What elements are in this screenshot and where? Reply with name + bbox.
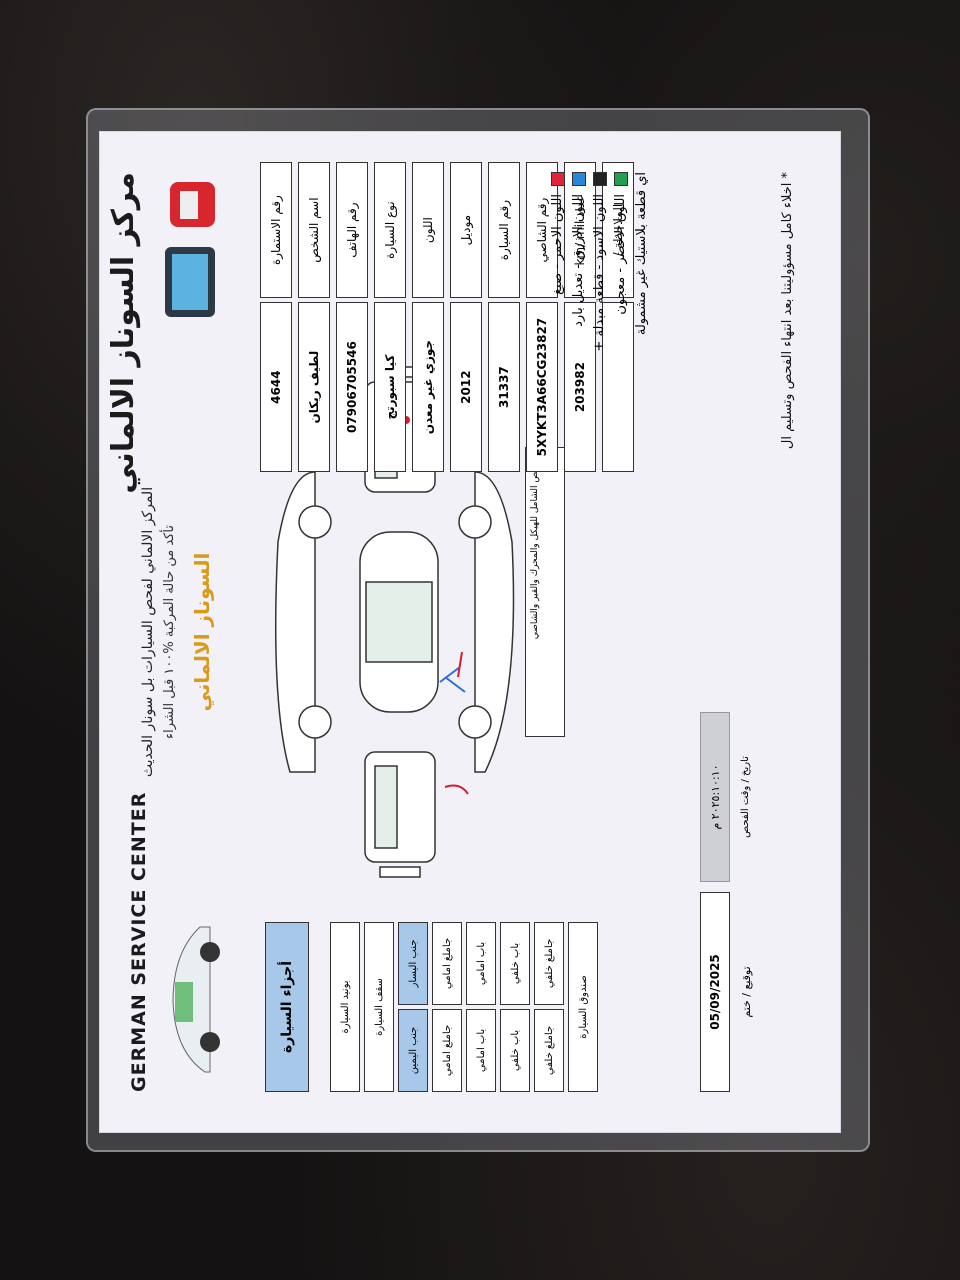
disclaimer-text: * اخلاء كامل مسؤوليتنا بعد انتهاء الفحص … <box>780 172 795 450</box>
legend-extra: اي قطعة بلاستيك غير مشمولة <box>634 172 649 336</box>
part-cell: جاملغ خلفي <box>534 1009 564 1092</box>
info-value: جوزي غير معدن <box>412 302 444 472</box>
parts-row: سقف السيارة <box>364 922 394 1092</box>
info-value: 4644 <box>260 302 292 472</box>
legend-item: اللون الاخضر - معجون <box>613 172 628 512</box>
report-header: GERMAN SERVICE CENTER مركز السوناز الالم… <box>100 132 250 1132</box>
info-label: رقم الاستمارة <box>260 162 292 299</box>
legend-item: اللون الاسود - قطعة مبدلة + <box>592 172 607 512</box>
part-cell: باب امامي <box>466 922 496 1005</box>
info-value: 2012 <box>450 302 482 472</box>
inspection-date: 05/09/2025 <box>700 892 730 1092</box>
legend-label: اللون الاخضر - معجون <box>613 194 628 315</box>
legend-item: اللون الازرق - تعديل بارد <box>571 172 586 512</box>
info-label: رقم الهاتف <box>336 162 368 299</box>
parts-row: بونيد السيارة <box>330 922 360 1092</box>
brand-orange: السوناز الالماني <box>190 552 214 712</box>
info-value: كيا سبورتج <box>374 302 406 472</box>
parts-row: جاملغ امامي جاملغ امامي <box>432 922 462 1092</box>
info-label: نوع السيارة <box>374 162 406 299</box>
part-cell: جاملغ امامي <box>432 922 462 1005</box>
parts-title: أجزاء السيارة <box>265 922 309 1092</box>
legend-swatch <box>571 172 586 186</box>
legend-swatch <box>550 172 565 186</box>
part-cell: جاملغ خلفي <box>534 922 564 1005</box>
part-cell: جنب اليسار <box>398 922 428 1005</box>
inspection-report: GERMAN SERVICE CENTER مركز السوناز الالم… <box>100 132 840 1132</box>
legend-swatch <box>592 172 607 186</box>
parts-row: باب خلفي باب خلفي <box>500 922 530 1092</box>
part-cell: باب امامي <box>466 1009 496 1092</box>
inspection-time: ٢٠٢٥:١٠:١٠ م <box>700 712 730 882</box>
parts-row: جاملغ خلفي جاملغ خلفي <box>534 922 564 1092</box>
part-cell: باب خلفي <box>500 1009 530 1092</box>
slogan: تأكد من حالة المركبة %١٠٠ قبل الشراء <box>162 525 177 739</box>
signature-label: توقيع / ختم <box>740 966 753 1018</box>
paper-sheet: GERMAN SERVICE CENTER مركز السوناز الالم… <box>100 132 840 1132</box>
part-cell: سقف السيارة <box>364 922 394 1092</box>
part-cell: صندوق السيارة <box>568 922 598 1092</box>
parts-row: جنب اليمين جنب اليسار <box>398 922 428 1092</box>
legend-label: اللون الاسود - قطعة مبدلة + <box>592 194 607 352</box>
info-value: لطيف ريكان <box>298 302 330 472</box>
part-cell: جاملغ امامي <box>432 1009 462 1092</box>
info-value: 07906705546 <box>336 302 368 472</box>
part-cell: جنب اليمين <box>398 1009 428 1092</box>
legend-label: اللون الازرق - تعديل بارد <box>571 194 586 327</box>
info-label: اللون <box>412 162 444 299</box>
part-cell: باب خلفي <box>500 922 530 1005</box>
info-label: اسم الشخص <box>298 162 330 299</box>
part-cell: بونيد السيارة <box>330 922 360 1092</box>
legend-swatch <box>613 172 628 186</box>
diagnostic-scanner-icon <box>165 182 215 317</box>
info-value: 31337 <box>488 302 520 472</box>
parts-row: صندوق السيارة <box>568 922 598 1092</box>
brand-arabic: مركز السوناز الالماني <box>106 172 141 494</box>
legend-label: اللون الاحمر - صبغ <box>550 194 565 295</box>
info-label: موديل <box>450 162 482 299</box>
parts-row: باب امامي باب امامي <box>466 922 496 1092</box>
legend-item: اللون الاحمر - صبغ <box>550 172 565 512</box>
brand-subtitle: المركز الالماني لفحص السيارات بل سونار ا… <box>140 486 156 778</box>
datetime-label: تاريخ / وقت الفحص <box>740 756 751 838</box>
color-legend: اللون الاحمر - صبغ اللون الازرق - تعديل ب… <box>550 172 655 512</box>
info-label: رقم السيارة <box>488 162 520 299</box>
car-thumbnail-icon <box>172 926 220 1073</box>
